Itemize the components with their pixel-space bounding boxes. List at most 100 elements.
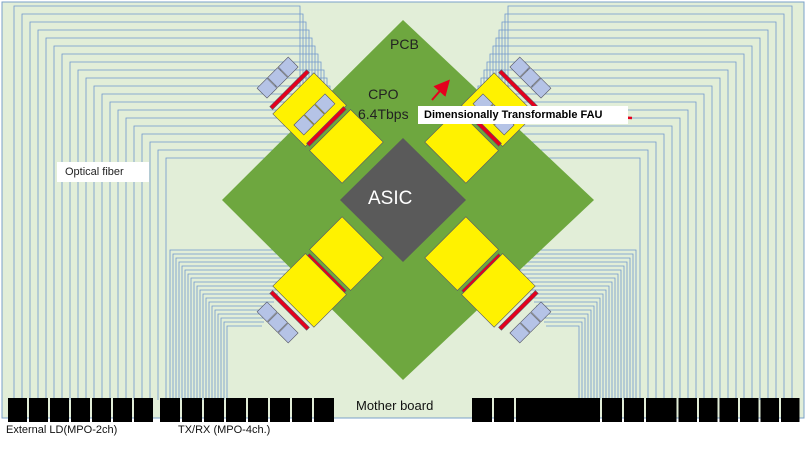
fiber-lower-left (190, 277, 286, 400)
mpo-connector (204, 398, 224, 422)
cpo-module (309, 109, 384, 184)
fau-block (277, 56, 299, 78)
fiber-lower-right (534, 301, 598, 400)
mpo-connector (472, 398, 492, 422)
fau-block (509, 56, 531, 78)
cpo-module (461, 253, 536, 328)
fiber-lower-right (536, 305, 595, 400)
cpo-module (424, 216, 499, 291)
fau-arrow-pointer (431, 79, 450, 101)
mpo-connector (602, 398, 622, 422)
fiber-lower-left (184, 269, 290, 400)
asic-chip (340, 138, 466, 262)
cpo-module (424, 109, 499, 184)
fau-block (267, 312, 288, 333)
fiber-lower-left (172, 253, 298, 400)
fau-block (304, 104, 325, 125)
fiber-lower-left (211, 305, 272, 400)
mpo-connector (8, 398, 27, 422)
fiber-lower-left (193, 281, 284, 400)
mpo-connector (558, 398, 578, 422)
mpo-connector (50, 398, 69, 422)
fau-red-strip (498, 290, 539, 331)
fiber-lower-left (187, 273, 288, 400)
fau-block (520, 312, 541, 333)
fau-block (530, 301, 552, 323)
fiber-lower-right (532, 297, 601, 400)
fau-block (509, 322, 531, 344)
mpo-connector (71, 398, 90, 422)
mpo-connector (536, 398, 556, 422)
fiber-lower-left (181, 265, 292, 400)
mpo-connector (580, 398, 600, 422)
cpo-label-line2: 6.4Tbps (358, 106, 409, 122)
fiber-upper-left (109, 101, 336, 400)
fiber-lower-right (528, 289, 607, 400)
txrx-label: TX/RX (MPO-4ch.) (178, 424, 271, 436)
fau-block (530, 77, 552, 99)
mpo-connector (699, 398, 718, 422)
mother-board-label: Mother board (356, 398, 434, 413)
fiber-lower-right (514, 261, 628, 400)
fiber-lower-left (199, 289, 280, 400)
mpo-connector (292, 398, 312, 422)
fiber-lower-right (540, 313, 589, 400)
cpo-module (272, 253, 347, 328)
mpo-connector (624, 398, 644, 422)
fau-block (267, 67, 288, 88)
cpo-label-line1: CPO (368, 86, 399, 102)
fau-block (293, 114, 315, 136)
fiber-lower-right (538, 309, 592, 400)
mpo-connector (740, 398, 759, 422)
mpo-connector (781, 398, 800, 422)
mpo-connector (113, 398, 132, 422)
fau-red-strip (269, 69, 310, 110)
mpo-connector (226, 398, 246, 422)
mpo-connector (314, 398, 334, 422)
fiber-lower-right (524, 281, 613, 400)
mpo-connector (248, 398, 268, 422)
fiber-lower-left (226, 325, 262, 400)
mpo-connector (92, 398, 111, 422)
fiber-lower-right (520, 273, 619, 400)
fiber-lower-right (530, 293, 604, 400)
fau-block (314, 93, 336, 115)
asic-label: ASIC (368, 188, 413, 209)
fau-block (520, 67, 541, 88)
fau-red-strip (269, 290, 310, 331)
mpo-connector (516, 398, 536, 422)
cpo-label: CPO 6.4Tbps (358, 84, 409, 124)
mpo-connector (719, 398, 738, 422)
mpo-connector (678, 398, 697, 422)
fiber-lower-left (175, 257, 296, 400)
mpo-connector (160, 398, 180, 422)
fiber-lower-right (510, 253, 634, 400)
fau-block (256, 77, 278, 99)
mpo-connector (494, 398, 514, 422)
fau-block (256, 301, 278, 323)
fau-label: Dimensionally Transformable FAU (418, 106, 628, 124)
mpo-connector (760, 398, 779, 422)
fiber-lower-right (516, 265, 625, 400)
fiber-lower-left (178, 261, 294, 400)
fiber-lower-left (220, 317, 266, 400)
fiber-upper-left (21, 13, 304, 400)
fiber-lower-right (522, 277, 616, 400)
fiber-lower-left (208, 301, 274, 400)
cpo-module (309, 216, 384, 291)
fiber-lower-left (169, 249, 300, 400)
mpo-connector (182, 398, 202, 422)
fiber-upper-right (472, 101, 697, 400)
fiber-lower-left (205, 297, 276, 400)
optical-fiber-label: Optical fiber (57, 162, 149, 182)
fiber-lower-left (223, 321, 264, 400)
fiber-lower-left (217, 313, 268, 400)
fiber-lower-right (508, 249, 637, 400)
pcb-label: PCB (390, 36, 419, 52)
fiber-lower-left (196, 285, 282, 400)
fiber-lower-right (512, 257, 631, 400)
fiber-lower-left (214, 309, 270, 400)
fiber-lower-right (526, 285, 610, 400)
